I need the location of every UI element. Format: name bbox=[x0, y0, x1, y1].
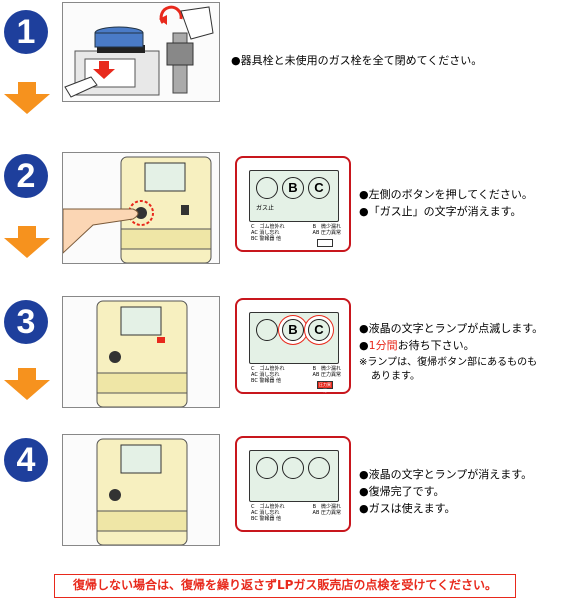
step2-line-1: ●左側のボタンを押してください。 bbox=[359, 188, 533, 201]
meter-blink-illustration bbox=[96, 300, 188, 408]
lcd-lamp-empty bbox=[256, 319, 278, 341]
lcd-lamp-c: C bbox=[308, 177, 330, 199]
lamp-indicator-lit: 圧力異常 bbox=[317, 381, 333, 393]
step-badge-4: 4 bbox=[4, 438, 48, 482]
step2-illustration bbox=[62, 152, 220, 264]
step4-line-2: ●復帰完了です。 bbox=[359, 485, 445, 498]
step1-text: ●器具栓と未使用のガス栓を全て閉めてください。 bbox=[231, 52, 482, 69]
step-badge-2: 2 bbox=[4, 154, 48, 198]
step3-wait-line: ●1分間お待ち下さい。 bbox=[359, 339, 475, 352]
gas-stop-text: ガス止 bbox=[256, 205, 275, 212]
lcd-lamp-empty-2 bbox=[282, 457, 304, 479]
down-arrow-1 bbox=[4, 82, 50, 114]
lamp-indicator bbox=[317, 239, 333, 247]
lcd-lamp-empty bbox=[256, 177, 278, 199]
wait-duration: 1分間 bbox=[368, 339, 398, 352]
step2-text: ●左側のボタンを押してください。 ●「ガス止」の文字が消えます。 bbox=[359, 186, 533, 220]
meter-press-illustration bbox=[62, 156, 212, 264]
lcd-panel: B C ガス止 bbox=[249, 170, 339, 222]
down-arrow-2 bbox=[4, 226, 50, 258]
step3-line-1: ●液晶の文字とランプが点滅します。 bbox=[359, 322, 544, 335]
step1-line-1: ●器具栓と未使用のガス栓を全て閉めてください。 bbox=[231, 54, 483, 67]
lcd-panel-blinking: B C bbox=[249, 312, 339, 364]
step3-illustration bbox=[62, 296, 220, 408]
footer-warning: 復帰しない場合は、復帰を繰り返さずLPガス販売店の点検を受けてください。 bbox=[54, 574, 516, 598]
lcd-panel-clear bbox=[249, 450, 339, 502]
step-badge-1: 1 bbox=[4, 10, 48, 54]
down-arrow-3 bbox=[4, 368, 50, 400]
step4-text: ●液晶の文字とランプが消えます。 ●復帰完了です。 ●ガスは使えます。 bbox=[359, 466, 532, 517]
stove-and-valve-illustration bbox=[64, 5, 214, 98]
lcd-lamp-empty-1 bbox=[256, 457, 278, 479]
step4-line-1: ●液晶の文字とランプが消えます。 bbox=[359, 468, 533, 481]
lcd-lamp-b-blinking: B bbox=[282, 319, 304, 341]
lcd-lamp-empty-3 bbox=[308, 457, 330, 479]
step-badge-3: 3 bbox=[4, 300, 48, 344]
step4-illustration bbox=[62, 434, 220, 546]
lcd-lamp-c-blinking: C bbox=[308, 319, 330, 341]
step3-note: ※ランプは、復帰ボタン部にあるものも あります。 bbox=[359, 357, 538, 382]
lcd-lamp-b: B bbox=[282, 177, 304, 199]
meter-restored-illustration bbox=[96, 438, 188, 546]
step3-text: ●液晶の文字とランプが点滅します。 ●1分間お待ち下さい。 ※ランプは、復帰ボタ… bbox=[359, 320, 543, 384]
step4-line-3: ●ガスは使えます。 bbox=[359, 502, 456, 515]
step2-line-2: ●「ガス止」の文字が消えます。 bbox=[359, 205, 522, 218]
step1-illustration bbox=[62, 2, 220, 102]
